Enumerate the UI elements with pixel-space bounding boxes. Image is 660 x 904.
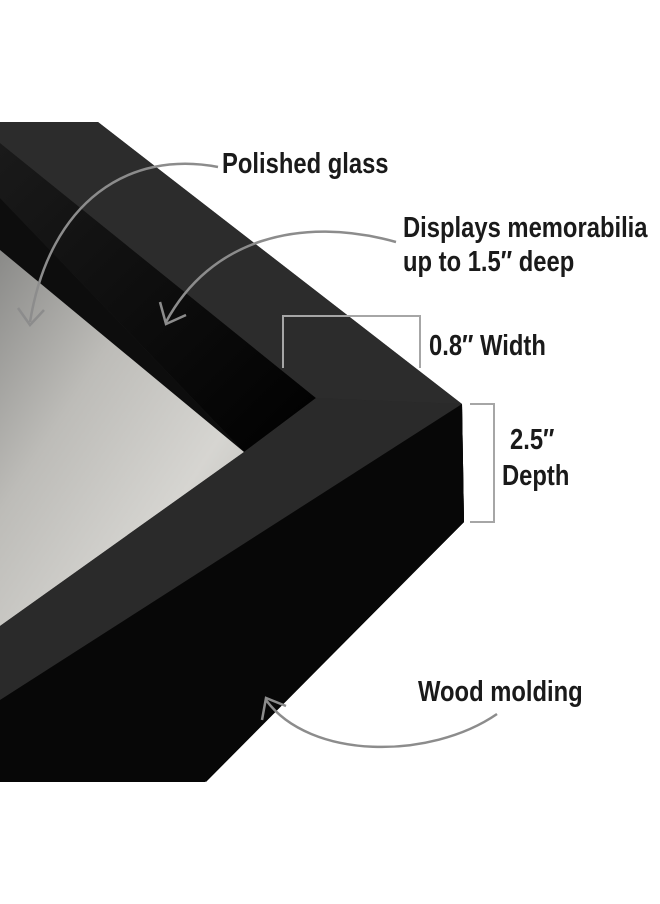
depth-label: Depth	[502, 460, 570, 492]
polished-glass-label: Polished glass	[222, 148, 389, 180]
width-label: 0.8″ Width	[429, 330, 546, 362]
depth-bracket	[470, 403, 495, 523]
frame-top-face	[0, 122, 462, 404]
polished-glass-arrowhead	[16, 307, 45, 327]
inner-wall-lower	[0, 198, 244, 452]
displays-arrowhead	[158, 301, 187, 326]
polished-glass-arrow	[28, 162, 219, 323]
depth-value-label: 2.5″	[510, 424, 555, 456]
wood-molding-label: Wood molding	[418, 676, 583, 708]
displays-line2-label: up to 1.5″ deep	[403, 246, 575, 278]
displays-arrow	[164, 230, 397, 323]
displays-line1-label: Displays memorabilia	[403, 212, 648, 244]
frame-front-shade	[0, 404, 464, 782]
wood-molding-arrow	[264, 699, 498, 749]
width-bracket	[282, 315, 421, 368]
inner-wall	[0, 143, 316, 452]
backing-panel	[0, 250, 244, 626]
wood-molding-arrowhead	[260, 696, 287, 721]
